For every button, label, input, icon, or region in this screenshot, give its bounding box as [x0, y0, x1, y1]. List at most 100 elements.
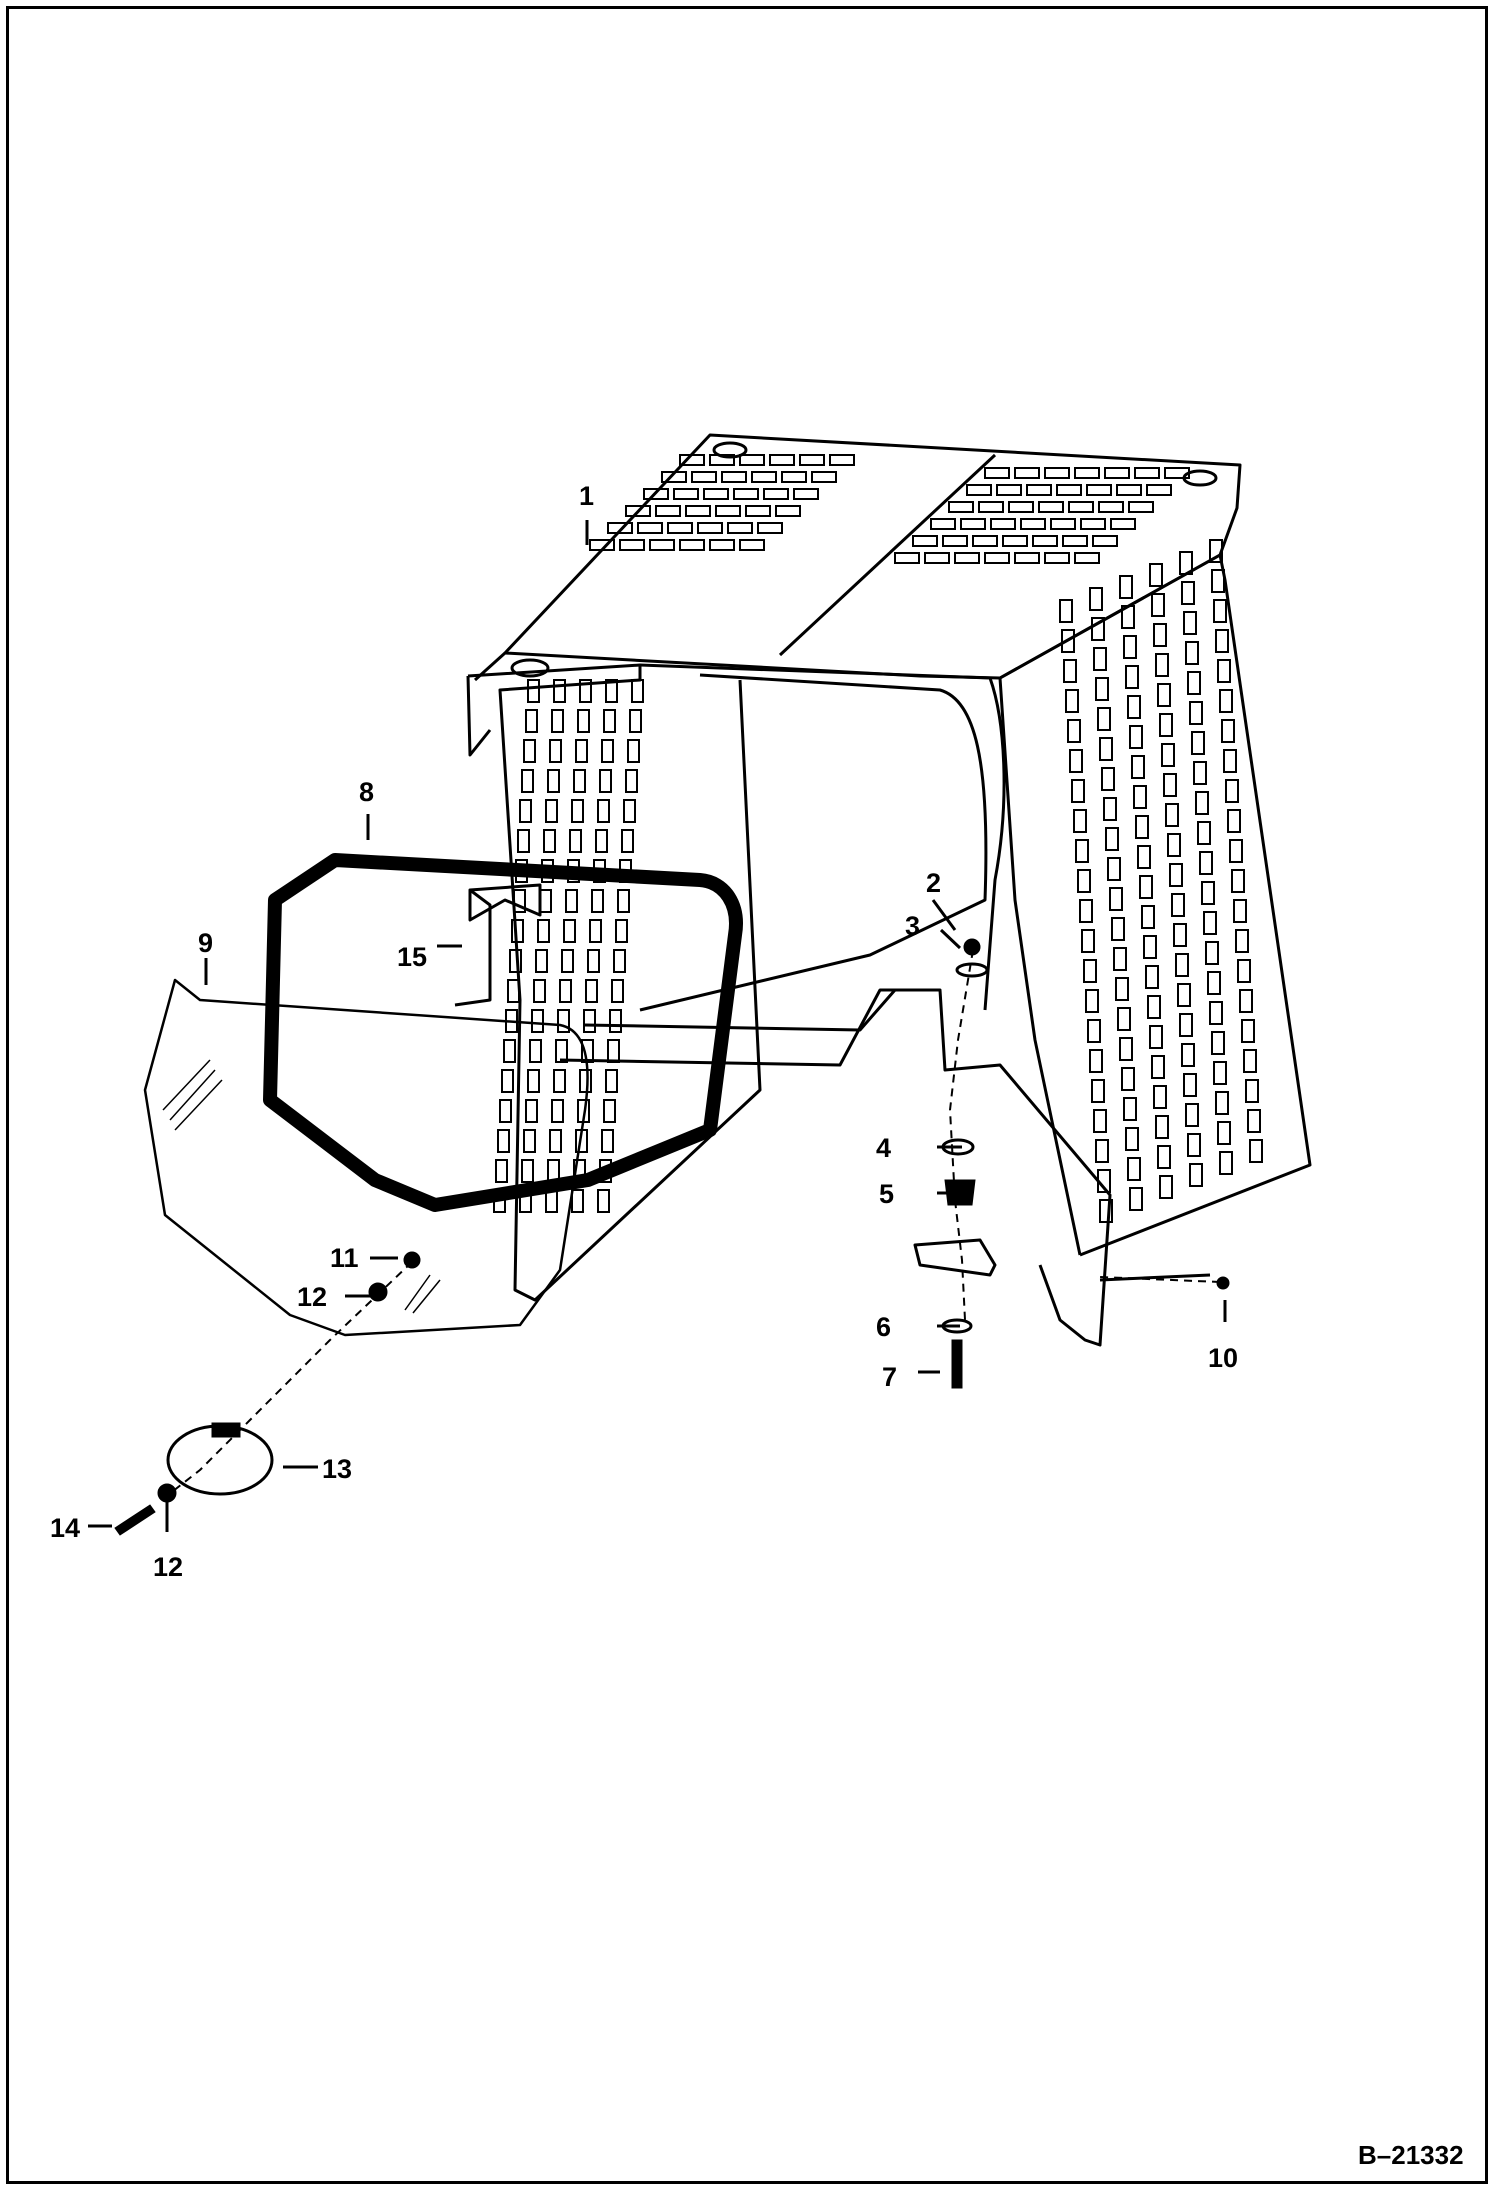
grille-slot: [1203, 911, 1217, 935]
grille-slot: [1209, 539, 1223, 563]
grille-slot: [539, 889, 552, 913]
grille-slot: [1149, 563, 1163, 587]
grille-slot: [1177, 983, 1191, 1007]
grille-slot: [829, 454, 855, 466]
grille-slot: [599, 1159, 612, 1183]
grille-slot: [1135, 815, 1149, 839]
grille-slot: [1217, 659, 1231, 683]
grille-slot: [1145, 965, 1159, 989]
nut-11: [403, 1251, 421, 1269]
grille-slot: [1173, 923, 1187, 947]
grille-slot: [603, 1099, 616, 1123]
grille-slot: [1151, 593, 1165, 617]
grille-slot: [709, 539, 735, 551]
grille-slot: [799, 454, 825, 466]
grille-slot: [617, 889, 630, 913]
callout-15: 15: [397, 942, 427, 972]
grille-slot: [1209, 1001, 1223, 1025]
grille-slot: [587, 949, 600, 973]
grille-slot: [1063, 659, 1077, 683]
grille-slot: [709, 454, 735, 466]
grille-slot: [1093, 647, 1107, 671]
grille-slot: [1227, 809, 1241, 833]
grille-slot: [601, 739, 614, 763]
grille-slot: [1219, 689, 1233, 713]
grille-slot: [1014, 467, 1040, 479]
callout-8: 8: [359, 777, 374, 807]
grille-slot: [1155, 653, 1169, 677]
grille-slot: [1056, 484, 1082, 496]
grille-slot: [1185, 641, 1199, 665]
grille-slot: [1187, 1133, 1201, 1157]
grille-slot: [990, 518, 1016, 530]
figure-number: B–21332: [1358, 2140, 1464, 2170]
grille-slot: [625, 505, 651, 517]
grille-slot: [495, 1159, 508, 1183]
grille-slot: [569, 829, 582, 853]
grille-slot: [1159, 713, 1173, 737]
grille-slot: [519, 1189, 532, 1213]
grille-slot: [685, 505, 711, 517]
grille-slot: [1143, 935, 1157, 959]
grille-slot: [1081, 929, 1095, 953]
grille-slot: [1104, 467, 1130, 479]
grille-slot: [1089, 1049, 1103, 1073]
grille-slot: [1199, 851, 1213, 875]
grille-slot: [607, 522, 633, 534]
grille-slot: [517, 829, 530, 853]
grille-slot: [589, 539, 615, 551]
grille-slot: [643, 488, 669, 500]
grille-slot: [1197, 821, 1211, 845]
plug-10: [1216, 1276, 1230, 1290]
grille-slot: [555, 1039, 568, 1063]
grille-slot: [1219, 1151, 1233, 1175]
grille-slot: [571, 1189, 584, 1213]
grille-slot: [573, 1159, 586, 1183]
grille-slot: [691, 471, 717, 483]
ring-clamp: [211, 1422, 241, 1438]
grille-slot: [553, 1069, 566, 1093]
washer-12a: [368, 1282, 388, 1302]
grille-slot: [1067, 719, 1081, 743]
grille-slot: [1167, 833, 1181, 857]
grille-slot: [1079, 899, 1093, 923]
grille-slot: [597, 1189, 610, 1213]
grille-slot: [613, 949, 626, 973]
grille-slot: [769, 454, 795, 466]
grille-slot: [1189, 701, 1203, 725]
grille-slot: [1171, 893, 1185, 917]
grille-slot: [1205, 941, 1219, 965]
washer-4: [941, 1138, 975, 1156]
grille-slot: [751, 471, 777, 483]
grille-slot: [1065, 689, 1079, 713]
grille-slot: [781, 471, 807, 483]
grille-slot: [611, 979, 624, 1003]
grille-slot: [1213, 599, 1227, 623]
grille-slot: [1038, 501, 1064, 513]
grille-slot: [1086, 484, 1112, 496]
grille-slot: [1119, 575, 1133, 599]
grille-slot: [1074, 552, 1100, 564]
grille-slot: [621, 829, 634, 853]
grille-slot: [603, 709, 616, 733]
grille-slot: [1157, 1145, 1171, 1169]
grille-slot: [1085, 989, 1099, 1013]
grille-slot: [1125, 1127, 1139, 1151]
grille-slot: [549, 739, 562, 763]
grille-slot: [623, 799, 636, 823]
grille-slot: [1175, 953, 1189, 977]
grille-slot: [531, 1009, 544, 1033]
grille-slot: [679, 539, 705, 551]
grille-slot: [527, 1069, 540, 1093]
grille-slot: [625, 769, 638, 793]
grille-slot: [1165, 803, 1179, 827]
grille-slot: [493, 1189, 506, 1213]
grille-slot: [1123, 635, 1137, 659]
grille-slot: [966, 484, 992, 496]
grille-slot: [585, 979, 598, 1003]
grille-slot: [595, 829, 608, 853]
grille-slot: [1195, 791, 1209, 815]
callout-6: 6: [876, 1312, 891, 1342]
callout-12b: 12: [153, 1552, 183, 1582]
grille-slot: [557, 1009, 570, 1033]
